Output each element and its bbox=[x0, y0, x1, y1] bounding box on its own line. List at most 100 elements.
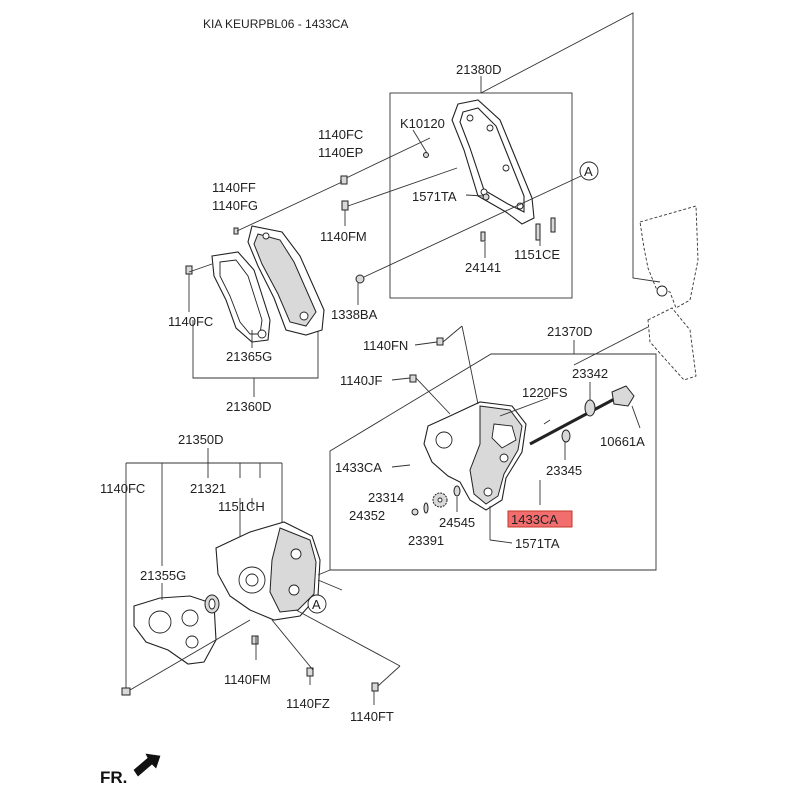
bolt-1151CE bbox=[550, 217, 556, 233]
group-bracket bbox=[192, 320, 319, 379]
group-frame-21370D bbox=[329, 353, 657, 571]
front-orientation-mark: FR. bbox=[100, 753, 161, 787]
label-21360D: 21360D bbox=[226, 399, 272, 414]
leader-line bbox=[377, 665, 401, 687]
plug bbox=[482, 193, 490, 201]
gasket-hole bbox=[148, 610, 172, 634]
engine-outline bbox=[639, 205, 699, 309]
label-21365G: 21365G bbox=[226, 349, 272, 364]
label-24545: 24545 bbox=[439, 515, 475, 530]
label-24141: 24141 bbox=[465, 260, 501, 275]
bolt-hole bbox=[262, 232, 270, 240]
leader-line bbox=[129, 619, 251, 691]
label-21350D: 21350D bbox=[178, 432, 224, 447]
label-K10120: K10120 bbox=[400, 116, 445, 131]
dowel-pin bbox=[423, 152, 429, 158]
bolt-1140JF bbox=[409, 374, 417, 383]
leader-line bbox=[489, 539, 513, 544]
gasket-inner bbox=[219, 259, 263, 335]
label-1571TA: 1571TA bbox=[515, 536, 560, 551]
label-1140FF: 1140FF bbox=[212, 180, 256, 195]
leader-line bbox=[363, 175, 582, 278]
highlight-box bbox=[507, 510, 573, 528]
label-21355G: 21355G bbox=[140, 568, 186, 583]
bolt-1140FM bbox=[251, 635, 259, 645]
bolt-hole bbox=[486, 124, 494, 132]
label-1433CA: 1433CA bbox=[335, 460, 382, 475]
callout-circle bbox=[307, 594, 327, 614]
label-1140FG: 1140FG bbox=[212, 198, 258, 213]
bolt-hole bbox=[499, 453, 509, 463]
label-1140JF: 1140JF bbox=[340, 373, 382, 388]
leader-line bbox=[631, 405, 641, 429]
callout-circle bbox=[579, 161, 599, 181]
leader-line bbox=[188, 263, 213, 273]
label-1151CE: 1151CE bbox=[514, 247, 560, 262]
sensor-10661A bbox=[611, 385, 635, 407]
leader-line bbox=[480, 12, 661, 283]
bolt-1140FC bbox=[185, 265, 193, 275]
label-21321: 21321 bbox=[190, 481, 226, 496]
shaft-23342 bbox=[529, 394, 621, 446]
label-1140FM: 1140FM bbox=[224, 672, 271, 687]
washer-1338BA bbox=[355, 274, 365, 284]
leader-line bbox=[339, 137, 431, 182]
bolt-1140FC bbox=[121, 687, 131, 696]
label-1140FN: 1140FN bbox=[363, 338, 408, 353]
pump-opening bbox=[491, 423, 517, 449]
timing-cover-face bbox=[253, 233, 317, 327]
leader-line bbox=[271, 619, 314, 671]
label-1151CH: 1151CH bbox=[218, 499, 265, 514]
leader-line bbox=[442, 325, 463, 343]
front-label: FR. bbox=[100, 768, 127, 787]
gear-hub bbox=[437, 497, 443, 503]
leader-line bbox=[499, 397, 549, 417]
label-1140FZ: 1140FZ bbox=[286, 696, 330, 711]
group-21360D bbox=[185, 175, 359, 397]
pump-opening bbox=[435, 431, 453, 449]
leader-line bbox=[461, 325, 479, 405]
bolt-1140EP bbox=[340, 175, 348, 185]
bolt-1140FN bbox=[436, 337, 444, 346]
label-24352: 24352 bbox=[349, 508, 385, 523]
bearing-23345 bbox=[561, 429, 571, 443]
group-21370D bbox=[329, 325, 657, 571]
bolt-hole bbox=[257, 329, 267, 339]
label-23391: 23391 bbox=[408, 533, 444, 548]
pin-24141 bbox=[480, 231, 486, 242]
seal-inner bbox=[208, 598, 216, 610]
bolt-hole bbox=[288, 584, 300, 596]
callout-letter: A bbox=[584, 164, 593, 179]
front-arrow-icon bbox=[133, 753, 161, 777]
bolt-1140FM bbox=[341, 200, 349, 211]
bolt-hole bbox=[483, 487, 493, 497]
leader-line bbox=[412, 129, 428, 154]
label-23342: 23342 bbox=[572, 366, 608, 381]
label-1338BA: 1338BA bbox=[331, 307, 378, 322]
leader-line bbox=[543, 419, 551, 425]
gasket-hole bbox=[181, 609, 199, 627]
leader-line bbox=[317, 579, 343, 591]
label-1571TA: 1571TA bbox=[412, 189, 457, 204]
label-1140FC: 1140FC bbox=[100, 481, 145, 496]
gasket-hole bbox=[185, 635, 199, 649]
washer-24352 bbox=[411, 508, 419, 516]
label-23314: 23314 bbox=[368, 490, 404, 505]
bolt-hole bbox=[299, 311, 309, 321]
leader-line bbox=[295, 609, 401, 667]
label-10661A: 10661A bbox=[600, 434, 645, 449]
seal-23342 bbox=[584, 399, 596, 417]
label-1140FM: 1140FM bbox=[320, 229, 367, 244]
leader-line bbox=[414, 341, 438, 346]
label-1140EP: 1140EP bbox=[318, 145, 363, 160]
key-23391 bbox=[423, 502, 429, 514]
leader-line bbox=[317, 569, 331, 576]
label-1433CA-highlighted: 1433CA bbox=[511, 512, 558, 527]
pin-24545 bbox=[453, 485, 461, 497]
leader-line bbox=[415, 377, 451, 415]
label-21370D: 21370D bbox=[547, 324, 593, 339]
gasket-21355G bbox=[133, 595, 217, 665]
group-21350D: A bbox=[121, 448, 401, 705]
callout-letter: A bbox=[312, 597, 321, 612]
